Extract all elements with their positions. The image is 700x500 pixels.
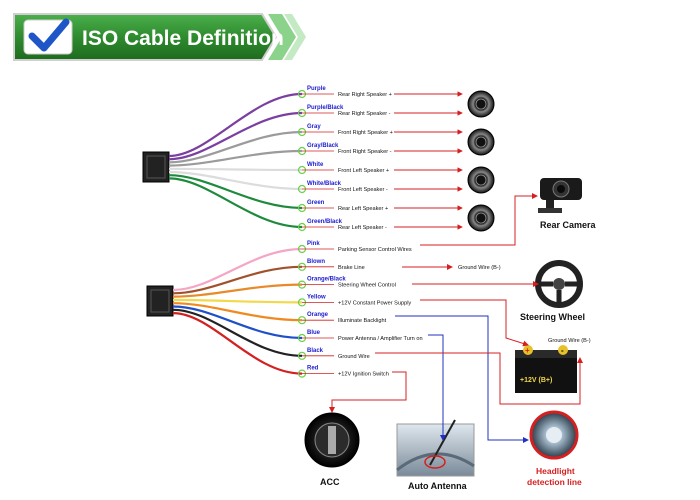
power-wire-function-label: Steering Wheel Control xyxy=(338,283,396,289)
page-title: ISO Cable Definition xyxy=(82,27,284,50)
auto-antenna-icon xyxy=(396,419,475,477)
speaker-icon xyxy=(467,128,495,156)
svg-text:+: + xyxy=(525,346,530,355)
power-wire-wire xyxy=(172,305,303,340)
speaker-wire-color-label: White/Black xyxy=(307,181,342,187)
power-wire-wire xyxy=(172,265,303,295)
power-wire-function-label: Illuminate Backlight xyxy=(338,318,387,324)
speaker-wire-function-label: Front Right Speaker + xyxy=(338,130,393,136)
power-wire-wire xyxy=(172,312,303,375)
brake-ground-label: Ground Wire (B-) xyxy=(458,265,501,271)
speaker-wire-color-label: Purple xyxy=(307,86,326,92)
power-wire-color-label: Black xyxy=(307,348,324,354)
speaker-wire-wire xyxy=(168,111,303,161)
speaker-icon xyxy=(467,204,495,232)
headlight-icon xyxy=(529,410,579,460)
rear-camera-label: Rear Camera xyxy=(540,220,597,230)
upper-iso-connector xyxy=(142,151,170,183)
speaker-wire-wire xyxy=(168,177,303,229)
header-banner: ISO Cable Definition xyxy=(13,13,306,61)
steering-wheel-icon xyxy=(535,260,583,308)
battery-icon: + - xyxy=(515,345,577,393)
power-wire-color-label: Red xyxy=(307,366,319,372)
speaker-wire-color-label: Gray xyxy=(307,124,321,130)
power-wire-function-label: +12V Constant Power Supply xyxy=(338,300,411,306)
power-wire-wire xyxy=(172,283,303,298)
speaker-wire-wire xyxy=(168,170,303,191)
power-wire-wire xyxy=(172,247,303,292)
speaker-wire-function-label: Front Right Speaker - xyxy=(338,149,392,155)
speaker-icon xyxy=(467,90,495,118)
acc-label: ACC xyxy=(320,477,340,487)
battery-plus-label: +12V (B+) xyxy=(520,377,552,384)
headlight-label-line1: Headlight xyxy=(536,466,575,476)
steering-wheel-label: Steering Wheel xyxy=(520,312,585,322)
speaker-wire-color-label: Purple/Black xyxy=(307,105,344,111)
lower-iso-connector xyxy=(146,285,174,317)
headlight-label-line2: detection line xyxy=(527,477,582,487)
speaker-wire-function-label: Rear Left Speaker - xyxy=(338,225,387,231)
speaker-wire-wire xyxy=(168,130,303,164)
battery-ground-label: Ground Wire (B-) xyxy=(548,338,591,344)
power-wire-function-label: Power Antenna / Amplifier Turn on xyxy=(338,336,423,342)
auto-antenna-label: Auto Antenna xyxy=(408,481,468,491)
power-wire-color-label: Yellow xyxy=(307,294,326,300)
device-connections xyxy=(329,193,583,443)
power-wire-wire xyxy=(172,302,303,322)
speaker-wire-wire xyxy=(168,92,303,158)
speaker-wire-wire xyxy=(168,167,303,172)
speaker-wire-wire xyxy=(168,149,303,167)
power-wire-color-label: Orange xyxy=(307,312,329,318)
power-wire-row: Yellow +12V Constant Power Supply xyxy=(172,294,411,307)
speaker-wire-wire xyxy=(168,174,303,210)
power-wire-wire xyxy=(172,308,303,357)
speaker-wire-color-label: Gray/Black xyxy=(307,143,339,149)
power-wire-function-label: Parking Sensor Control Wires xyxy=(338,247,412,253)
power-wire-function-label: +12V Ignition Switch xyxy=(338,372,389,378)
speaker-icon xyxy=(467,166,495,194)
power-wire-color-label: Blown xyxy=(307,259,325,265)
power-wire-wire xyxy=(172,298,303,304)
speaker-wire-color-label: Green/Black xyxy=(307,219,343,225)
power-wire-color-label: Blue xyxy=(307,330,321,336)
power-wire-function-label: Ground Wire xyxy=(338,354,370,360)
checkmark-icon xyxy=(28,18,70,52)
power-wire-color-label: Orange/Black xyxy=(307,277,346,283)
speaker-wire-function-label: Rear Right Speaker + xyxy=(338,92,392,98)
speaker-wire-color-label: White xyxy=(307,162,324,168)
speaker-wire-function-label: Front Left Speaker - xyxy=(338,187,388,193)
svg-text:-: - xyxy=(561,346,564,355)
power-wire-function-label: Brake Line xyxy=(338,265,365,271)
speaker-wire-function-label: Rear Right Speaker - xyxy=(338,111,391,117)
power-wire-color-label: Pink xyxy=(307,241,320,247)
power-wire-row: Red +12V Ignition Switch xyxy=(172,312,389,378)
speaker-wire-color-label: Green xyxy=(307,200,325,206)
speaker-wire-function-label: Front Left Speaker + xyxy=(338,168,389,174)
speaker-wire-function-label: Rear Left Speaker + xyxy=(338,206,388,212)
rear-camera-icon xyxy=(538,178,582,213)
acc-ignition-icon xyxy=(304,412,360,468)
